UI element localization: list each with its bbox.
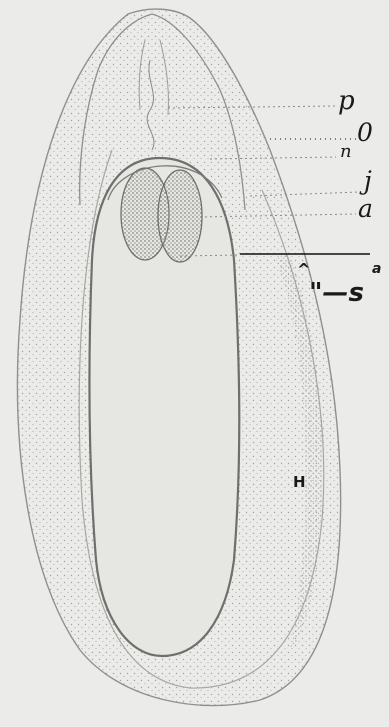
label-j: j (364, 168, 372, 193)
label-s-marker: "—s (309, 280, 364, 306)
label-a-upper: a (358, 196, 373, 221)
label-o: 0 (357, 120, 373, 145)
label-a-lower: a (372, 262, 381, 276)
label-n: n (340, 143, 352, 161)
label-p: p (338, 88, 355, 114)
synergid-right (158, 170, 202, 262)
label-h: H (293, 475, 306, 490)
label-caret: ^ (297, 262, 310, 278)
